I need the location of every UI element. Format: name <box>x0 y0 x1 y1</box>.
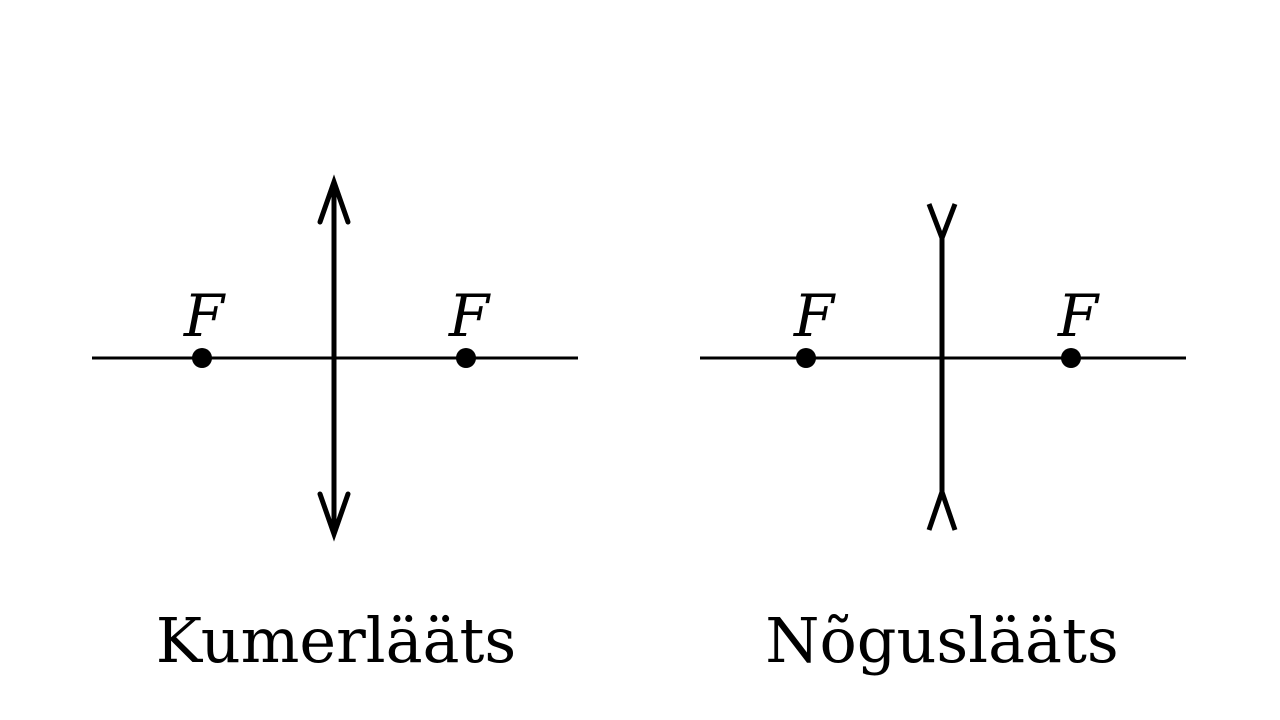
concave-left-focus-point <box>796 348 816 368</box>
convex-lens-group: F F Kumerlääts <box>92 174 578 677</box>
convex-right-focus-label: F <box>448 282 491 350</box>
convex-left-focus-label: F <box>183 282 226 350</box>
concave-top-fork-icon <box>926 203 958 246</box>
convex-lens-caption: Kumerlääts <box>156 604 517 677</box>
concave-right-focus-point <box>1061 348 1081 368</box>
convex-left-focus-point <box>192 348 212 368</box>
concave-lens-group: F F Nõguslääts <box>700 203 1186 677</box>
concave-lens-caption: Nõguslääts <box>765 604 1119 677</box>
convex-bottom-arrowhead-icon <box>317 491 351 542</box>
concave-right-focus-label: F <box>1057 282 1100 350</box>
convex-right-focus-point <box>456 348 476 368</box>
concave-bottom-fork-icon <box>926 484 958 531</box>
convex-top-arrowhead-icon <box>317 174 351 225</box>
concave-left-focus-label: F <box>793 282 836 350</box>
